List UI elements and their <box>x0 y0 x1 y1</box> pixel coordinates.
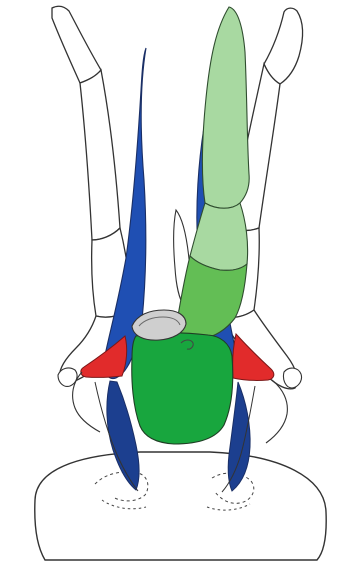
head-capsule <box>35 452 326 560</box>
right-palp-segment-1 <box>264 8 303 84</box>
left-palp-segment-2 <box>80 70 120 240</box>
right-palp-small-lobe <box>283 368 301 388</box>
green-appendage <box>132 7 249 444</box>
green-segment-base <box>132 333 233 444</box>
left-palp-segment-1 <box>52 6 101 83</box>
green-segment-top <box>202 7 249 208</box>
right-base-outline <box>266 380 287 443</box>
